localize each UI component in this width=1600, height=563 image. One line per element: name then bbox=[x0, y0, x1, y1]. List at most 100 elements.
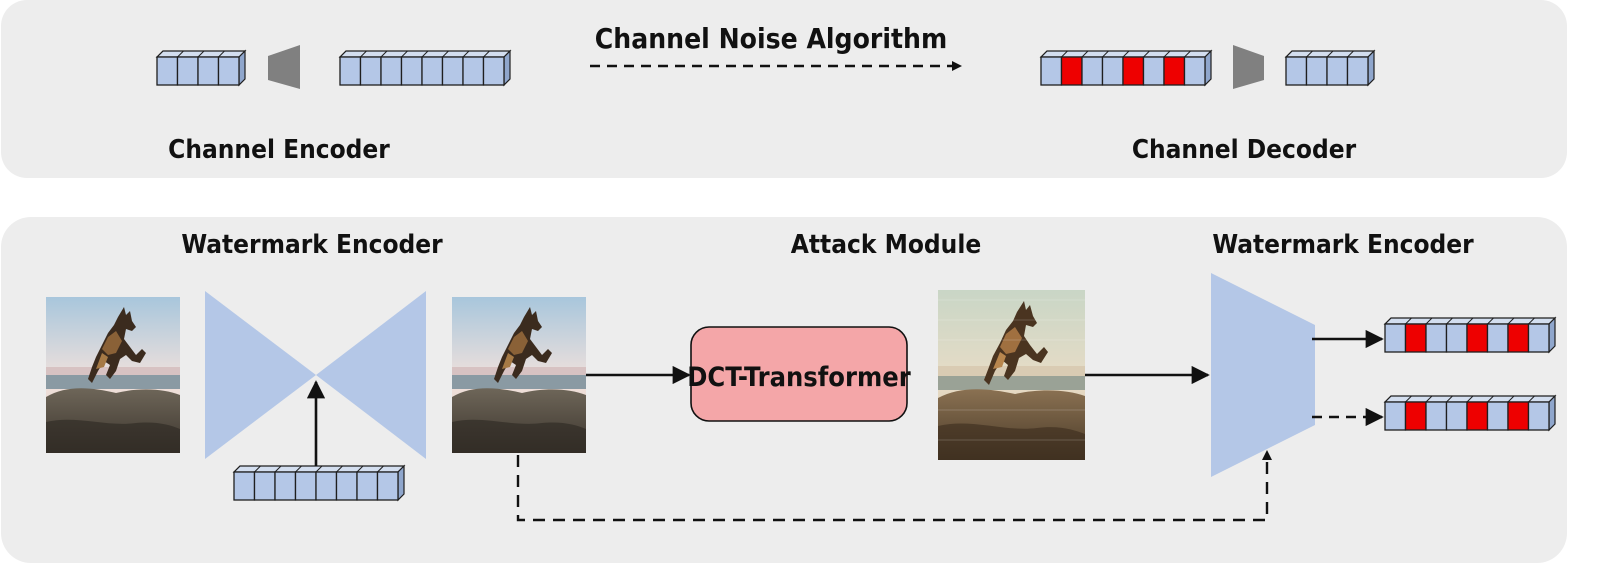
bit-cell-blue bbox=[1081, 56, 1104, 86]
bit-cell-top-edge bbox=[1347, 50, 1354, 58]
bit-vector-side-face bbox=[238, 49, 246, 87]
bit-cell-top-edge bbox=[1446, 317, 1453, 325]
bit-cell-red bbox=[1466, 401, 1489, 431]
bit-cell-top-edge bbox=[1405, 317, 1412, 325]
bit-cell-red bbox=[1404, 323, 1427, 353]
bit-cell-top-edge bbox=[177, 50, 184, 58]
bit-cell-blue bbox=[380, 56, 403, 86]
watermarked-image bbox=[452, 297, 586, 453]
channel-noisy-bit-vector bbox=[1039, 49, 1213, 87]
bit-cell-top-edge bbox=[156, 50, 164, 58]
bit-cell-top-edge bbox=[1487, 317, 1494, 325]
bit-vector-side-face bbox=[1548, 394, 1556, 432]
bit-cell-red bbox=[1507, 323, 1530, 353]
bit-cell-blue bbox=[1142, 56, 1165, 86]
bit-cell-top-edge bbox=[1184, 50, 1191, 58]
bit-cell-blue bbox=[1101, 56, 1124, 86]
bit-cell-top-edge bbox=[377, 465, 384, 473]
bit-cell-top-edge bbox=[1528, 395, 1535, 403]
bit-vector-side-face bbox=[1204, 49, 1212, 87]
channel-encoded-bit-vector bbox=[338, 49, 512, 87]
decoded-output-1-bit-vector bbox=[1383, 316, 1557, 354]
bit-cell-top-edge bbox=[1446, 395, 1453, 403]
watermark-input-bit-vector bbox=[232, 464, 406, 502]
channel-input-bit-vector bbox=[155, 49, 247, 87]
bit-cell-blue bbox=[1527, 323, 1550, 353]
bit-vector-side-face bbox=[1367, 49, 1375, 87]
bit-cell-blue bbox=[1486, 401, 1509, 431]
bit-cell-blue bbox=[359, 56, 382, 86]
bit-cell-blue bbox=[441, 56, 464, 86]
dct-transformer-box bbox=[690, 326, 908, 422]
bit-cell-blue bbox=[1384, 401, 1407, 431]
channel-decoder-trapezoid bbox=[1233, 45, 1264, 89]
bit-cell-red bbox=[1163, 56, 1186, 86]
bit-cell-top-edge bbox=[218, 50, 225, 58]
channel-encoder-trapezoid bbox=[268, 45, 300, 89]
bit-cell-blue bbox=[253, 471, 276, 501]
bit-cell-red bbox=[1507, 401, 1530, 431]
bit-cell-top-edge bbox=[233, 465, 241, 473]
bit-cell-blue bbox=[1285, 56, 1308, 86]
cover-image bbox=[46, 297, 180, 453]
attack-module-label: Attack Module bbox=[791, 230, 981, 260]
bit-cell-top-edge bbox=[295, 465, 302, 473]
bit-cell-blue bbox=[1384, 323, 1407, 353]
bit-cell-top-edge bbox=[401, 50, 408, 58]
bit-vector-side-face bbox=[1548, 316, 1556, 354]
bit-cell-top-edge bbox=[1143, 50, 1150, 58]
bit-cell-blue bbox=[1326, 56, 1349, 86]
bit-cell-top-edge bbox=[380, 50, 388, 58]
bit-cell-blue bbox=[197, 56, 220, 86]
bit-cell-top-edge bbox=[1081, 50, 1089, 58]
channel-decoder-label: Channel Decoder bbox=[1132, 135, 1357, 165]
bit-cell-top-edge bbox=[421, 50, 429, 58]
bit-cell-top-edge bbox=[1487, 395, 1494, 403]
bit-cell-top-edge bbox=[1425, 395, 1433, 403]
bit-cell-blue bbox=[274, 471, 297, 501]
bit-cell-top-edge bbox=[1528, 317, 1535, 325]
bit-cell-top-edge bbox=[1102, 50, 1109, 58]
bit-cell-top-edge bbox=[1384, 395, 1392, 403]
bit-cell-blue bbox=[1425, 401, 1448, 431]
bit-cell-top-edge bbox=[1285, 50, 1293, 58]
bit-cell-blue bbox=[1425, 323, 1448, 353]
bit-cell-top-edge bbox=[483, 50, 490, 58]
decoder-trapezoid bbox=[1211, 273, 1315, 477]
bit-cell-blue bbox=[400, 56, 423, 86]
watermark-decoder-label: Watermark Encoder bbox=[1212, 230, 1474, 260]
bit-cell-blue bbox=[233, 471, 256, 501]
watermark-encoder-label: Watermark Encoder bbox=[181, 230, 443, 260]
channel-panel-background bbox=[1, 0, 1567, 178]
bit-cell-red bbox=[1404, 401, 1427, 431]
dct-transformer-label: DCT-Transformer bbox=[687, 362, 910, 393]
bit-cell-top-edge bbox=[1405, 395, 1412, 403]
bit-cell-top-edge bbox=[1122, 50, 1130, 58]
bit-cell-top-edge bbox=[1306, 50, 1313, 58]
watermark-panel: Watermark Encoder Attack Module Watermar… bbox=[1, 217, 1567, 563]
bit-cell-blue bbox=[1486, 323, 1509, 353]
skip-connection-arrowhead bbox=[1262, 450, 1272, 460]
bit-cell-top-edge bbox=[1384, 317, 1392, 325]
bit-cell-top-edge bbox=[339, 50, 347, 58]
bit-cell-blue bbox=[482, 56, 505, 86]
bit-cell-blue bbox=[315, 471, 338, 501]
bit-cell-top-edge bbox=[1163, 50, 1171, 58]
bit-cell-top-edge bbox=[1466, 317, 1474, 325]
bit-cell-red bbox=[1122, 56, 1145, 86]
bit-cell-blue bbox=[376, 471, 399, 501]
bit-vector-side-face bbox=[503, 49, 511, 87]
bit-cell-top-edge bbox=[360, 50, 367, 58]
bit-cell-red bbox=[1466, 323, 1489, 353]
bit-vector-side-face bbox=[397, 464, 405, 502]
bit-cell-blue bbox=[1346, 56, 1369, 86]
bit-cell-blue bbox=[1527, 401, 1550, 431]
bit-cell-top-edge bbox=[1326, 50, 1334, 58]
bit-cell-blue bbox=[356, 471, 379, 501]
bit-cell-blue bbox=[1183, 56, 1206, 86]
bit-cell-top-edge bbox=[1466, 395, 1474, 403]
bit-cell-top-edge bbox=[1040, 50, 1048, 58]
bit-cell-red bbox=[1060, 56, 1083, 86]
channel-output-bit-vector bbox=[1284, 49, 1376, 87]
